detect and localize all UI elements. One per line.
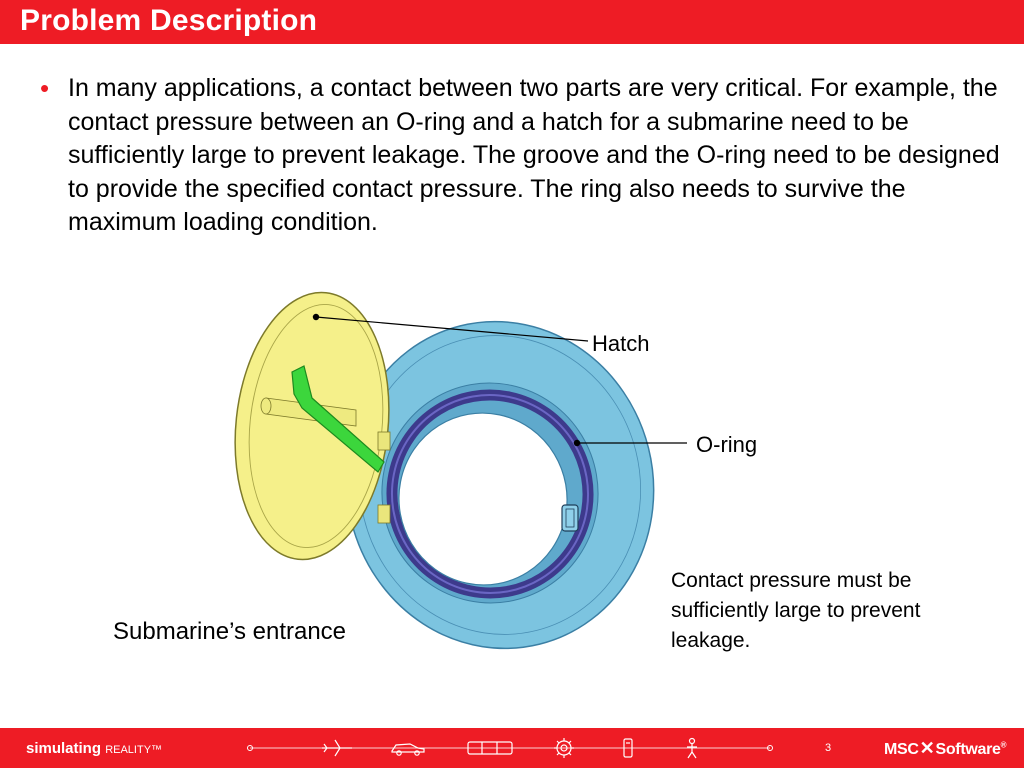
brand-tagline: simulating REALITY™ [26, 740, 162, 757]
bullet-text: In many applications, a contact between … [68, 74, 1000, 236]
latch-bracket [561, 504, 579, 532]
car-icon [391, 743, 425, 756]
figure-caption: Submarine’s entrance [113, 618, 347, 645]
footer-bar: simulating REALITY™ [0, 728, 1024, 768]
gear-icon [554, 738, 574, 758]
bullet-item: • In many applications, a contact betwee… [40, 72, 1000, 240]
oring-label: O-ring [696, 432, 758, 457]
title-bar: Problem Description [0, 0, 1024, 44]
hatch-leader-line [315, 316, 589, 342]
brand-sub: REALITY™ [105, 744, 163, 756]
page-number: 3 [825, 742, 832, 754]
industry-icon-strip [247, 737, 773, 759]
logo-mark: ® [1000, 740, 1007, 750]
strip-end-dot-icon [767, 745, 773, 751]
slide-title: Problem Description [20, 4, 318, 37]
strip-start-dot-icon [247, 745, 253, 751]
hatch-label: Hatch [592, 331, 650, 356]
hatch-handle [291, 365, 385, 473]
bullet-dot-icon: • [40, 73, 50, 103]
person-icon [687, 737, 697, 759]
o-ring-highlight [390, 394, 590, 594]
train-icon [467, 741, 513, 755]
logo-x-icon: ✕ [919, 738, 935, 758]
phone-icon [623, 738, 633, 758]
submarine-entrance-illustration [234, 291, 687, 650]
entrance-opening [398, 412, 568, 586]
msc-software-logo: MSC✕Software® [884, 738, 1007, 759]
brand-main: simulating [26, 740, 102, 757]
contact-pressure-note: Contact pressure must be sufficiently la… [671, 569, 921, 652]
logo-right: Software [935, 741, 1001, 758]
airplane-icon [322, 739, 352, 757]
logo-left: MSC [884, 741, 919, 758]
